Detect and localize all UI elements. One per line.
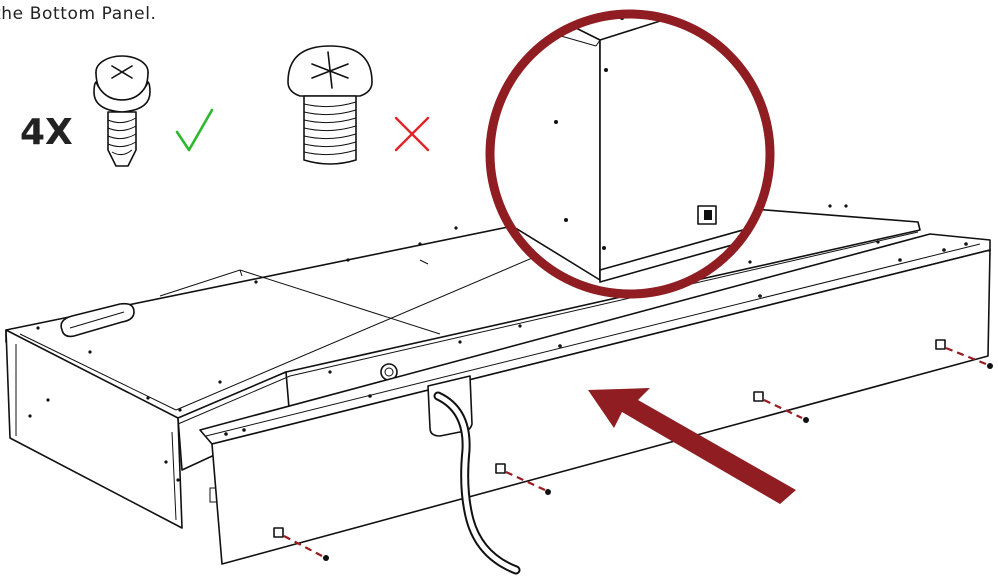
incorrect-screw-icon <box>287 45 373 165</box>
correct-check-icon <box>175 108 214 152</box>
correct-screw-icon <box>93 55 151 167</box>
detail-magnifier <box>485 9 775 299</box>
instruction-caption: the Bottom Panel. <box>0 4 157 24</box>
screw-quantity-label: 4X <box>20 112 73 153</box>
insert-direction-arrow-icon <box>588 388 796 504</box>
screw-markers <box>323 363 993 561</box>
incorrect-x-icon <box>394 116 430 152</box>
